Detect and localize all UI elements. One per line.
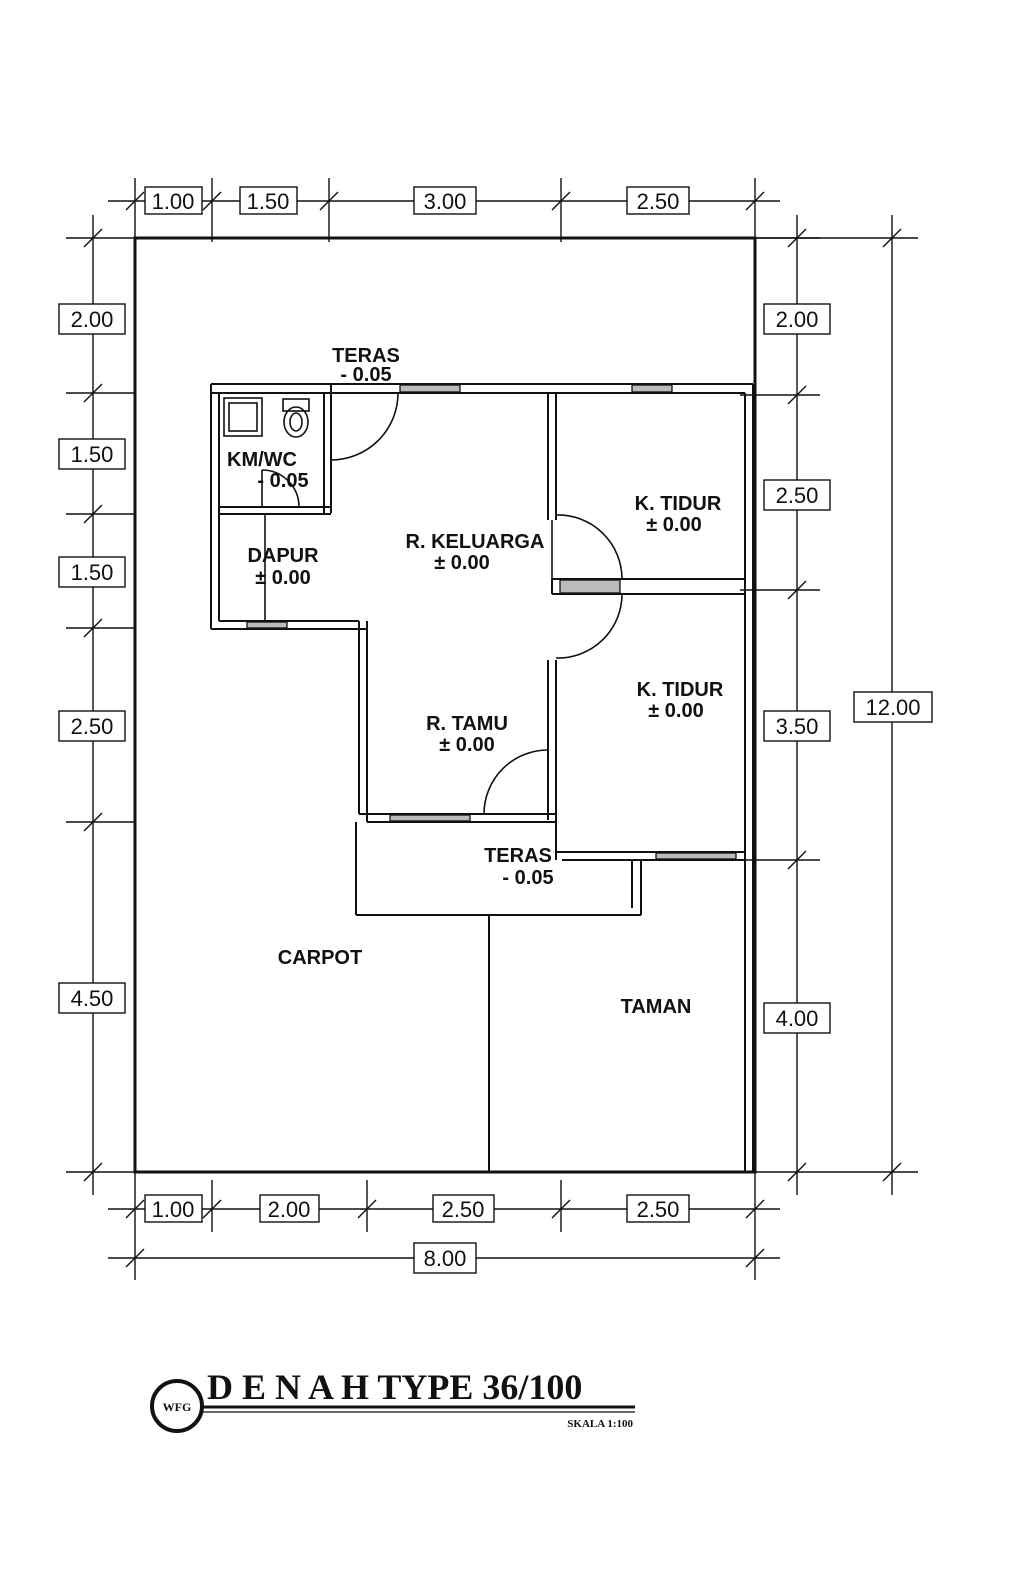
dim-left-1: 2.00	[71, 307, 114, 332]
dimension-labels: 1.00 1.50 3.00 2.50 2.00 1.50 1.50 2.50 …	[58, 186, 933, 1274]
dim-right-1: 2.00	[776, 307, 819, 332]
carpot-label: CARPOT	[278, 947, 362, 969]
r-keluarga-name: R. KELUARGA	[406, 531, 545, 553]
dim-bottom-4: 2.50	[637, 1197, 680, 1222]
k-tidur-2-name: K. TIDUR	[637, 679, 724, 701]
dim-right-4: 4.00	[776, 1006, 819, 1031]
doors	[261, 392, 623, 815]
dim-right-3: 3.50	[776, 714, 819, 739]
logo-icon: WFG	[150, 1379, 204, 1433]
dim-bottom-3: 2.50	[442, 1197, 485, 1222]
dim-top-4: 2.50	[637, 189, 680, 214]
dim-top-1: 1.00	[152, 189, 195, 214]
teras-top-level: - 0.05	[340, 364, 391, 386]
k-tidur-1-name: K. TIDUR	[635, 493, 722, 515]
taman-label: TAMAN	[621, 996, 692, 1018]
dim-bottom-total: 8.00	[424, 1246, 467, 1271]
teras-front-level: - 0.05	[502, 867, 553, 889]
teras-top-name: TERAS	[332, 345, 400, 367]
k-tidur-2-level: ± 0.00	[648, 700, 703, 722]
dim-top-3: 3.00	[424, 189, 467, 214]
r-keluarga-level: ± 0.00	[434, 552, 489, 574]
r-tamu-level: ± 0.00	[439, 734, 494, 756]
drawing-scale: SKALA 1:100	[567, 1418, 633, 1430]
lot-boundary	[133, 236, 757, 1174]
toilet-icon	[282, 398, 310, 438]
dim-right-total: 12.00	[865, 695, 920, 720]
km-wc-name: KM/WC	[227, 449, 297, 471]
bathroom-fixtures	[223, 397, 310, 438]
dim-right-2: 2.50	[776, 483, 819, 508]
dim-left-2: 1.50	[71, 442, 114, 467]
k-tidur-1-level: ± 0.00	[646, 514, 701, 536]
title-block: WFG D E N A H TYPE 36/100 SKALA 1:100	[150, 1367, 635, 1433]
dim-left-5: 4.50	[71, 986, 114, 1011]
dim-left-3: 1.50	[71, 560, 114, 585]
km-wc-level: - 0.05	[257, 470, 308, 492]
drawing-title: D E N A H TYPE 36/100	[207, 1367, 582, 1407]
dapur-name: DAPUR	[247, 545, 319, 567]
logo-text: WFG	[163, 1400, 192, 1414]
dim-bottom-2: 2.00	[268, 1197, 311, 1222]
dim-bottom-1: 1.00	[152, 1197, 195, 1222]
dapur-level: ± 0.00	[255, 567, 310, 589]
windows	[246, 384, 737, 860]
teras-front-name: TERAS	[484, 845, 552, 867]
dim-top-2: 1.50	[247, 189, 290, 214]
bathtub-icon	[223, 397, 263, 437]
r-tamu-name: R. TAMU	[426, 713, 508, 735]
dim-left-4: 2.50	[71, 714, 114, 739]
